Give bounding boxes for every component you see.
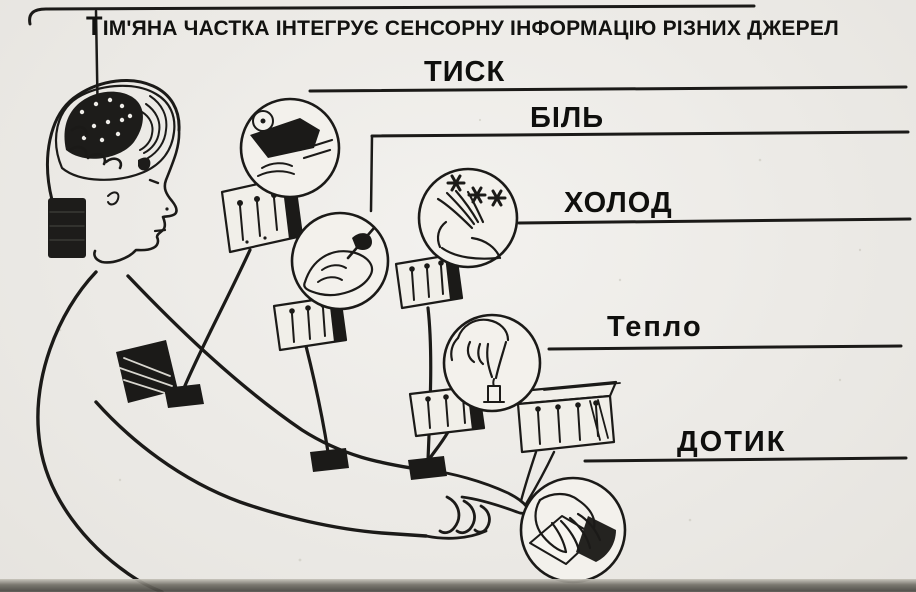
scan-speckles: [58, 118, 862, 562]
nerve-pathways: [182, 248, 556, 506]
receptor-block-pain: [272, 294, 348, 352]
arm-electrode-patch: [116, 340, 178, 403]
eye: [148, 178, 160, 185]
scan-edge-band: [0, 579, 916, 592]
pin-prick-hand-inset: [290, 211, 390, 311]
brain: [55, 84, 176, 181]
touch-underline: [583, 456, 908, 463]
receptor-block-cold: [394, 252, 464, 310]
label-touch: ДОТИК: [677, 426, 787, 458]
label-warmth: Тепло: [607, 311, 703, 343]
label-cold: ХОЛОД: [564, 187, 673, 219]
candle: [483, 378, 505, 403]
ear: [107, 191, 120, 206]
label-pain: БІЛЬ: [530, 102, 605, 134]
cold-underline: [517, 217, 912, 225]
hand-stroking-surface-inset: [519, 476, 627, 584]
needle: [346, 226, 376, 260]
finger-over-candle-inset: [442, 313, 542, 413]
warmth-underline: [547, 344, 903, 351]
neck-electrode-patch: [48, 198, 86, 258]
page-title: ТІМ'ЯНА ЧАСТКА ІНТЕГРУЄ СЕНСОРНУ ІНФОРМА…: [86, 11, 839, 41]
temporal-gyri-squiggles: [68, 125, 123, 170]
pain-underline: [370, 130, 910, 138]
mouth: [153, 228, 167, 233]
snowflake-icon: [446, 174, 507, 207]
frontal-gyri-arcs: [139, 95, 168, 159]
label-leader-lines: [308, 85, 912, 463]
receptor-block-touch: [516, 380, 621, 454]
pain-drop-line: [369, 134, 374, 213]
label-pressure: ТИСК: [424, 56, 506, 88]
head-profile: [46, 79, 181, 264]
nerve-base-squares: [164, 384, 447, 480]
nostril: [165, 207, 169, 211]
body-contours: [36, 270, 430, 592]
pointing-hand: [424, 468, 529, 540]
parietal-lobe-highlight: [64, 91, 143, 159]
pressure-clamp-inset: [239, 97, 341, 199]
pressure-underline: [308, 85, 908, 93]
hand-with-snowflakes-inset: [417, 167, 519, 269]
